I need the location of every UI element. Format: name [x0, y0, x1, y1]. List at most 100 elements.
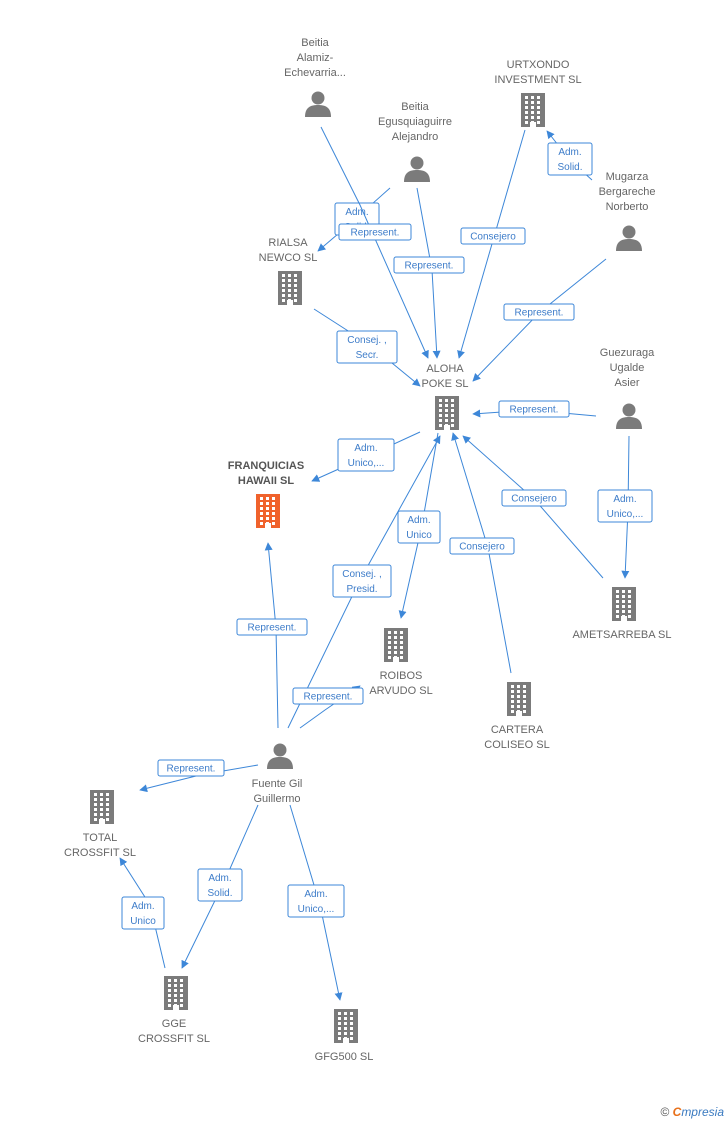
edge-label-box — [547, 142, 593, 176]
edge-e11: Consejero — [449, 432, 515, 674]
node-label: GFG500 SL — [315, 1051, 374, 1063]
person-icon — [616, 225, 642, 251]
edge-e7: Consej. ,Secr. — [313, 308, 421, 387]
building-icon — [90, 790, 114, 824]
node-urtxondo[interactable]: URTXONDO INVESTMENT SL — [494, 59, 582, 127]
edge-label-box — [338, 223, 412, 241]
edge-label[interactable]: Consej. , Presid. — [332, 564, 392, 598]
person-icon — [616, 403, 642, 429]
edge-label-text: Consej. , — [342, 569, 381, 580]
node-beitia-alamiz[interactable]: BeitiaAlamiz-Echevarria... — [284, 37, 346, 117]
node-label: ARVUDO SL — [369, 685, 432, 697]
building-icon — [164, 976, 188, 1010]
node-gfg[interactable]: GFG500 SL — [315, 1009, 374, 1063]
person-icon — [404, 156, 430, 182]
edge-label-text: Adm. — [407, 515, 430, 526]
edge-label-text: Represent. — [248, 623, 297, 634]
edge-e2: Represent. — [320, 126, 429, 359]
edge-e17: Represent. — [139, 759, 259, 793]
edge-label-text: Adm. — [304, 889, 327, 900]
edge-label-text: Represent. — [510, 405, 559, 416]
edge-label-box — [460, 227, 526, 245]
edge-label[interactable]: Adm.Unico,... — [597, 489, 653, 523]
edge-label[interactable]: Adm.Unico,... — [287, 884, 345, 918]
node-label: COLISEO SL — [484, 739, 549, 751]
edge-label[interactable]: Represent. — [236, 618, 308, 636]
edge-label[interactable]: Consejero — [501, 489, 567, 507]
empresia-logo: © Cmpresia — [660, 1105, 724, 1119]
edge-label-box — [157, 759, 225, 777]
node-label: RIALSA — [268, 237, 308, 249]
edge-label[interactable]: Adm. Solid. — [197, 868, 243, 902]
edge-label-text: Consejero — [511, 494, 557, 505]
edges-layer: Adm.Solid.Represent.Represent.ConsejeroA… — [119, 126, 653, 1001]
edge-e20: Adm.Unico,... — [287, 804, 345, 1001]
node-label: Guillermo — [253, 793, 300, 805]
node-label: Egusquiaguirre — [378, 116, 452, 128]
edge-label[interactable]: Consejero — [449, 537, 515, 555]
edge-label-text: Presid. — [346, 584, 377, 595]
edge-e14: Consej. , Presid. — [287, 435, 441, 729]
edge-label-box — [503, 303, 575, 321]
edge-label-text: Represent. — [304, 692, 353, 703]
edge-label-box — [336, 330, 398, 364]
edge-e8: Represent. — [472, 400, 597, 418]
edge-label-box — [501, 489, 567, 507]
edge-label[interactable]: Represent. — [338, 223, 412, 241]
edge-e10: Adm. Unico — [397, 432, 441, 619]
person-icon — [305, 91, 331, 117]
edge-label-text: Adm. — [208, 873, 231, 884]
building-icon — [334, 1009, 358, 1043]
edge-label-box — [397, 510, 441, 544]
node-roibos[interactable]: ROIBOS ARVUDO SL — [369, 628, 433, 697]
edge-label-text: Represent. — [351, 228, 400, 239]
building-icon — [435, 396, 459, 430]
node-label: INVESTMENT SL — [494, 74, 581, 86]
edge-label-text: Consej. , — [347, 335, 386, 346]
edge-label-box — [597, 489, 653, 523]
edge-e16: Represent. — [292, 685, 364, 729]
building-icon — [507, 682, 531, 716]
edge-label[interactable]: Adm.Unico — [121, 896, 165, 930]
node-label: ROIBOS — [380, 670, 423, 682]
node-label: URTXONDO — [507, 59, 570, 71]
edge-label[interactable]: Adm. Unico — [397, 510, 441, 544]
node-ametsarreba[interactable]: AMETSARREBA SL — [572, 587, 672, 641]
edge-label[interactable]: Adm.Unico,... — [337, 438, 395, 472]
edge-e18: Adm. Solid. — [181, 804, 259, 969]
edge-label[interactable]: Adm.Solid. — [547, 142, 593, 176]
edge-label[interactable]: Represent. — [393, 256, 465, 274]
edge-e5: Adm.Solid. — [546, 130, 593, 181]
edge-e4: Consejero — [457, 129, 526, 359]
edge-label[interactable]: Consej. ,Secr. — [336, 330, 398, 364]
edge-label-box — [197, 868, 243, 902]
node-label: POKE SL — [421, 378, 468, 390]
edge-label[interactable]: Consejero — [460, 227, 526, 245]
edge-e13: Adm.Unico,... — [597, 435, 653, 579]
edge-label[interactable]: Represent. — [157, 759, 225, 777]
edge-label-text: Unico — [406, 530, 432, 541]
edge-label-box — [393, 256, 465, 274]
edge-label[interactable]: Represent. — [498, 400, 570, 418]
edge-label-text: Consejero — [459, 542, 505, 553]
edge-label-text: Adm. — [613, 494, 636, 505]
node-label: Guezuraga — [600, 347, 655, 359]
node-label: FRANQUICIAS — [228, 460, 304, 472]
edge-label-box — [121, 896, 165, 930]
edge-e19: Adm.Unico — [119, 857, 166, 969]
edge-label[interactable]: Represent. — [292, 687, 364, 705]
edge-label[interactable]: Represent. — [503, 303, 575, 321]
edge-label-text: Solid. — [207, 888, 232, 899]
brand-initial: C — [672, 1105, 682, 1119]
